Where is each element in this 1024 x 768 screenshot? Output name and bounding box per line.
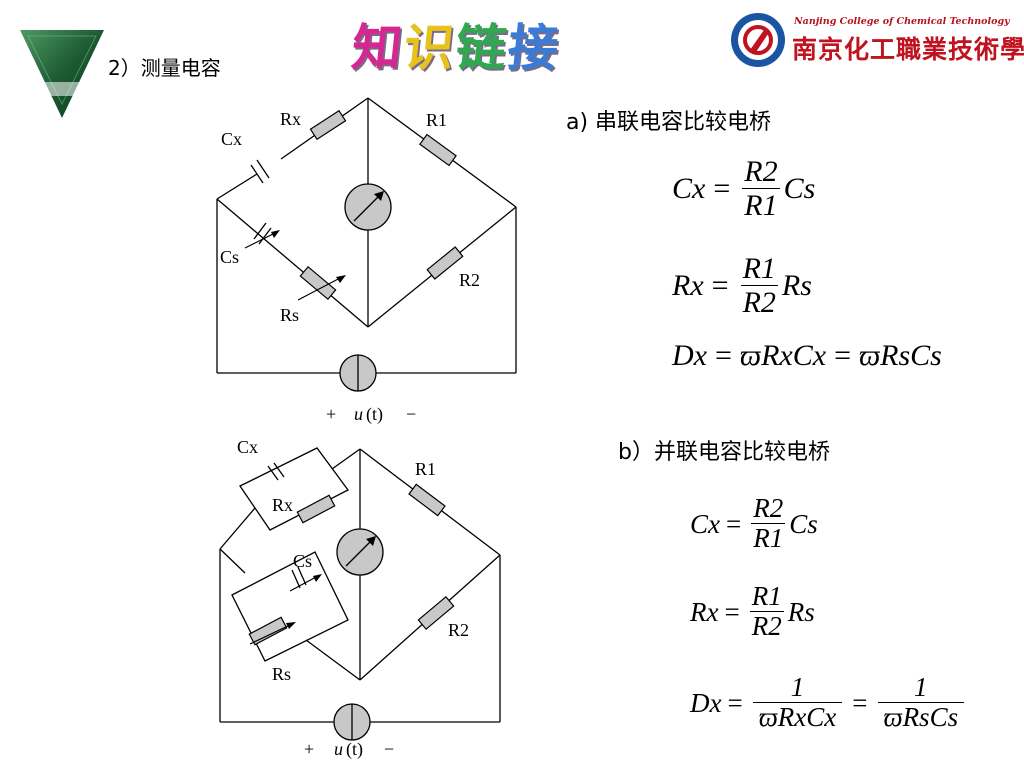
banner-title: 知识链接 — [348, 18, 564, 78]
label-rs: Rs — [280, 305, 299, 325]
resistor-r1 — [408, 483, 446, 517]
series-bridge-heading: a) 串联电容比较电桥 — [566, 110, 772, 135]
source-plus: + — [304, 739, 314, 759]
resistor-rs — [299, 265, 337, 301]
source-u: u — [334, 739, 343, 759]
label-r1: R1 — [426, 110, 447, 130]
source-minus: − — [406, 404, 416, 424]
banner-char: 链 — [452, 19, 512, 77]
label-r1: R1 — [415, 459, 436, 479]
label-r2: R2 — [459, 270, 480, 290]
equation-dx-series: Dx = ϖRxCx = ϖRsCs — [672, 339, 942, 372]
banner-char: 接 — [504, 19, 564, 77]
resistor-rx — [309, 109, 347, 141]
school-name-english: Nanjing College of Chemical Technology — [794, 16, 1010, 27]
source-t: (t) — [366, 404, 383, 425]
section-title: 2）测量电容 — [108, 56, 221, 80]
source-u: u — [354, 404, 363, 424]
series-bridge-circuit: Rx Cx R1 Cs R2 Rs + u (t) − — [216, 97, 517, 425]
source-t: (t) — [346, 739, 363, 760]
school-logo-icon — [731, 13, 785, 67]
label-cs: Cs — [220, 247, 239, 267]
resistor-r2 — [417, 595, 455, 631]
label-cx: Cx — [237, 437, 258, 457]
resistor-r2 — [426, 246, 464, 280]
source-minus: − — [384, 739, 394, 759]
label-rs: Rs — [272, 664, 291, 684]
banner-char: 知 — [348, 19, 408, 77]
label-r2: R2 — [448, 620, 469, 640]
parallel-bridge-circuit: Cx Rx R1 Cs R2 Rs + u (t) − — [219, 437, 501, 760]
banner-char: 识 — [400, 19, 460, 77]
resistor-r1 — [419, 133, 457, 167]
resistor-rx — [296, 494, 336, 524]
label-cx: Cx — [221, 129, 242, 149]
label-cs: Cs — [293, 551, 312, 571]
label-rx: Rx — [272, 495, 293, 515]
source-plus: + — [326, 404, 336, 424]
label-rx: Rx — [280, 109, 301, 129]
school-name-chinese: 南京化工職業技術學院 — [792, 35, 1024, 64]
parallel-bridge-heading: b）并联电容比较电桥 — [618, 440, 830, 465]
logo-triangle-icon — [20, 30, 104, 118]
resistor-rs — [248, 616, 288, 646]
